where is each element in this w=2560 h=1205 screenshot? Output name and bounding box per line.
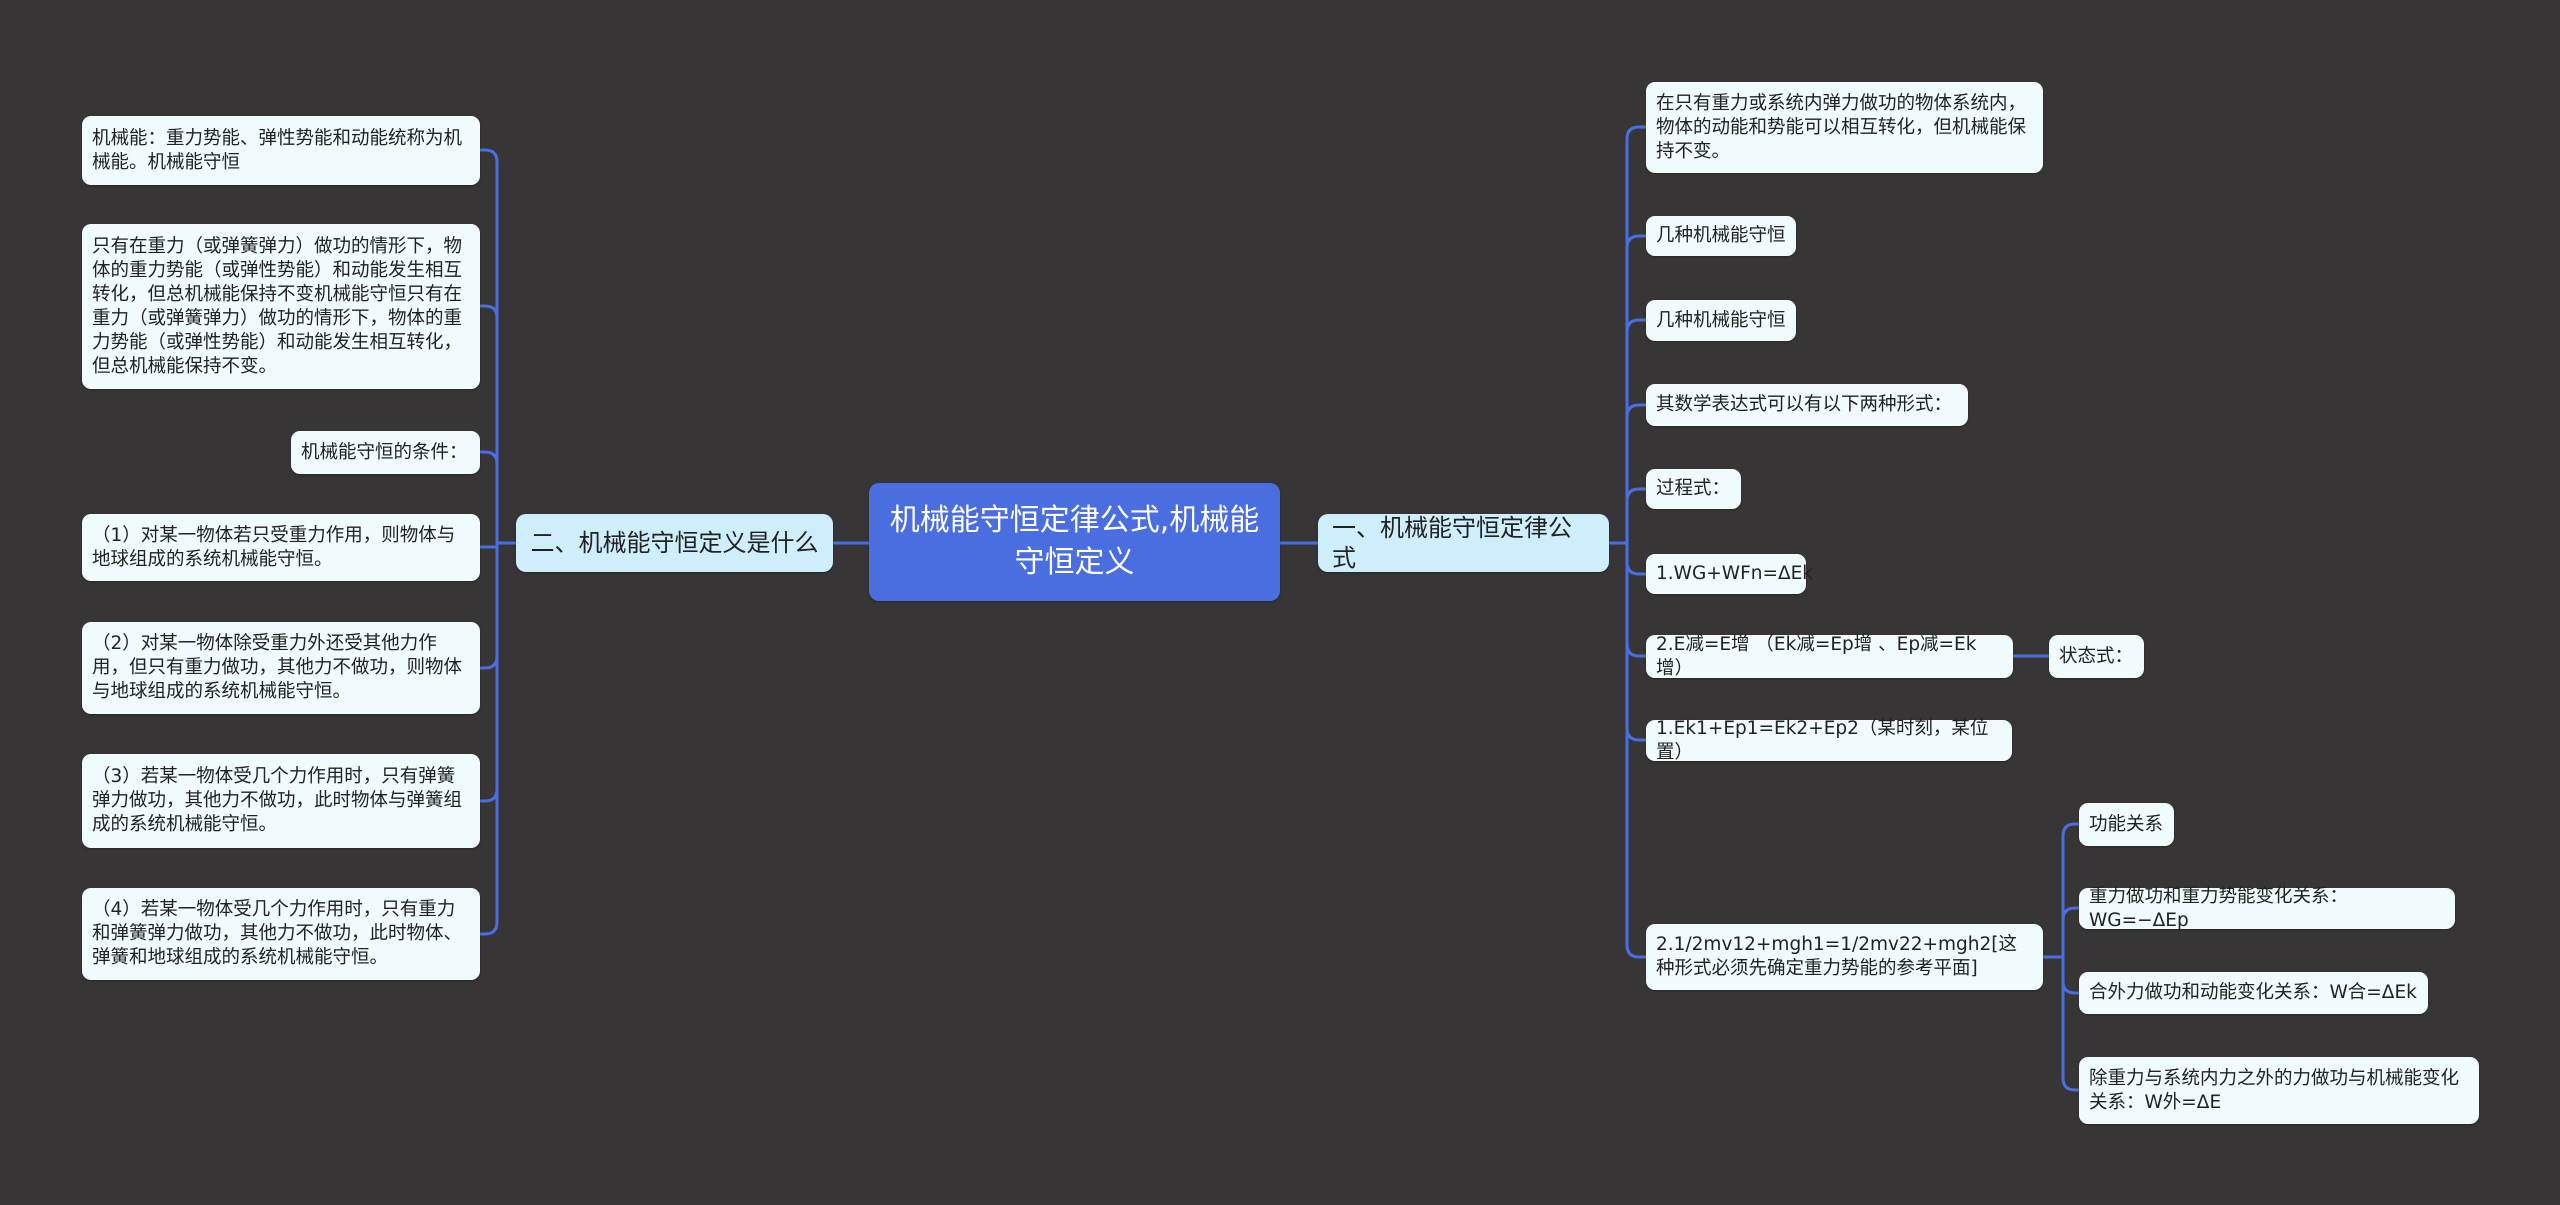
connector-line [480, 148, 499, 543]
left-leaf[interactable]: （4）若某一物体受几个力作用时，只有重力和弹簧弹力做功，其他力不做功，此时物体、… [82, 888, 480, 980]
left-leaf[interactable]: （3）若某一物体受几个力作用时，只有弹簧弹力做功，其他力不做功，此时物体与弹簧组… [82, 754, 480, 848]
sub-leaf[interactable]: 除重力与系统内力之外的力做功与机械能变化关系：W外=ΔE [2079, 1057, 2479, 1124]
connector-line [480, 543, 499, 803]
branch-left-definition[interactable]: 二、机械能守恒定义是什么 [516, 514, 833, 572]
leaf-text: 功能关系 [2089, 813, 2164, 835]
right-leaf[interactable]: 1.Ek1+Ep1=Ek2+Ep2（某时刻，某位置） [1646, 718, 2012, 763]
leaf-text: （4）若某一物体受几个力作用时，只有重力和弹簧弹力做功，其他力不做功，此时物体、… [92, 899, 463, 968]
connector-line [1625, 543, 1646, 658]
leaf-text: 1.WG+WFn=ΔEk [1656, 563, 1813, 584]
left-leaf[interactable]: 只有在重力（或弹簧弹力）做功的情形下，物体的重力势能（或弹性势能）和动能发生相互… [82, 224, 480, 389]
connector-line [2061, 822, 2079, 957]
connector-line [1625, 487, 1646, 543]
leaf-text: 机械能：重力势能、弹性势能和动能统称为机械能。机械能守恒 [92, 127, 463, 173]
leaf-text: 只有在重力（或弹簧弹力）做功的情形下，物体的重力势能（或弹性势能）和动能发生相互… [92, 235, 463, 377]
state-form-node[interactable]: 状态式： [2049, 635, 2144, 678]
leaf-text: 2.1/2mv12+mgh1=1/2mv22+mgh2[这种形式必须先确定重力势… [1656, 934, 2017, 979]
right-leaf[interactable]: 几种机械能守恒 [1646, 300, 1796, 341]
connector-line [480, 450, 499, 543]
leaf-text: （2）对某一物体除受重力外还受其他力作用，但只有重力做功，其他力不做功，则物体与… [92, 633, 463, 702]
root-node[interactable]: 机械能守恒定律公式,机械能守恒定义 [869, 483, 1280, 601]
connector-line [1625, 403, 1646, 543]
right-leaf[interactable]: 2.1/2mv12+mgh1=1/2mv22+mgh2[这种形式必须先确定重力势… [1646, 924, 2043, 990]
leaf-text: 过程式： [1656, 478, 1731, 499]
branch-label: 一、机械能守恒定律公式 [1332, 514, 1572, 572]
leaf-text: 机械能守恒的条件： [301, 441, 468, 463]
leaf-text: 2.E减=E增 （Ek减=Ep增 、Ep减=Ek增） [1656, 633, 1977, 679]
right-leaf[interactable]: 其数学表达式可以有以下两种形式： [1646, 384, 1968, 426]
right-leaf[interactable]: 几种机械能守恒 [1646, 216, 1796, 256]
leaf-text: 几种机械能守恒 [1656, 225, 1786, 246]
connector-line [480, 543, 499, 549]
leaf-text: 几种机械能守恒 [1656, 309, 1786, 331]
leaf-text: 合外力做功和动能变化关系：W合=ΔEk [2089, 982, 2417, 1003]
branch-label: 二、机械能守恒定义是什么 [530, 529, 819, 557]
branch-right-formula[interactable]: 一、机械能守恒定律公式 [1318, 514, 1609, 572]
left-leaf[interactable]: （1）对某一物体若只受重力作用，则物体与地球组成的系统机械能守恒。 [82, 514, 480, 581]
connector-line [1625, 318, 1646, 543]
leaf-text: （3）若某一物体受几个力作用时，只有弹簧弹力做功，其他力不做功，此时物体与弹簧组… [92, 766, 463, 835]
right-leaf[interactable]: 过程式： [1646, 469, 1741, 509]
leaf-text: 在只有重力或系统内弹力做功的物体系统内，物体的动能和势能可以相互转化，但机械能保… [1656, 92, 2027, 162]
connector-line [1625, 125, 1646, 543]
left-leaf[interactable]: 机械能：重力势能、弹性势能和动能统称为机械能。机械能守恒 [82, 116, 480, 185]
connector-line [1625, 234, 1646, 543]
connector-line [480, 543, 499, 936]
connector-line [480, 543, 499, 670]
root-label: 机械能守恒定律公式,机械能守恒定义 [889, 503, 1260, 580]
sub-leaf[interactable]: 合外力做功和动能变化关系：W合=ΔEk [2079, 972, 2428, 1014]
left-leaf[interactable]: （2）对某一物体除受重力外还受其他力作用，但只有重力做功，其他力不做功，则物体与… [82, 622, 480, 714]
right-leaf[interactable]: 2.E减=E增 （Ek减=Ep增 、Ep减=Ek增） [1646, 633, 2013, 679]
connector-line [2061, 906, 2079, 957]
connector-line [1625, 543, 1646, 959]
leaf-text: 1.Ek1+Ep1=Ek2+Ep2（某时刻，某位置） [1656, 717, 1989, 763]
leaf-text: 其数学表达式可以有以下两种形式： [1656, 394, 1953, 415]
connector-line [1625, 543, 1646, 576]
right-leaf[interactable]: 在只有重力或系统内弹力做功的物体系统内，物体的动能和势能可以相互转化，但机械能保… [1646, 82, 2043, 173]
connector-line [2061, 957, 2079, 1092]
leaf-text: 除重力与系统内力之外的力做功与机械能变化关系：W外=ΔE [2089, 1067, 2460, 1113]
leaf-text: 状态式： [2059, 645, 2134, 667]
leaf-text: 重力做功和重力势能变化关系：WG=−ΔEp [2089, 885, 2349, 931]
left-leaf[interactable]: 机械能守恒的条件： [291, 431, 480, 474]
right-leaf[interactable]: 1.WG+WFn=ΔEk [1646, 554, 1813, 594]
connector-line [480, 304, 499, 543]
leaf-text: （1）对某一物体若只受重力作用，则物体与地球组成的系统机械能守恒。 [92, 524, 456, 570]
connector-line [2061, 957, 2079, 995]
sub-leaf[interactable]: 功能关系 [2079, 803, 2174, 846]
sub-leaf[interactable]: 重力做功和重力势能变化关系：WG=−ΔEp [2079, 886, 2455, 931]
